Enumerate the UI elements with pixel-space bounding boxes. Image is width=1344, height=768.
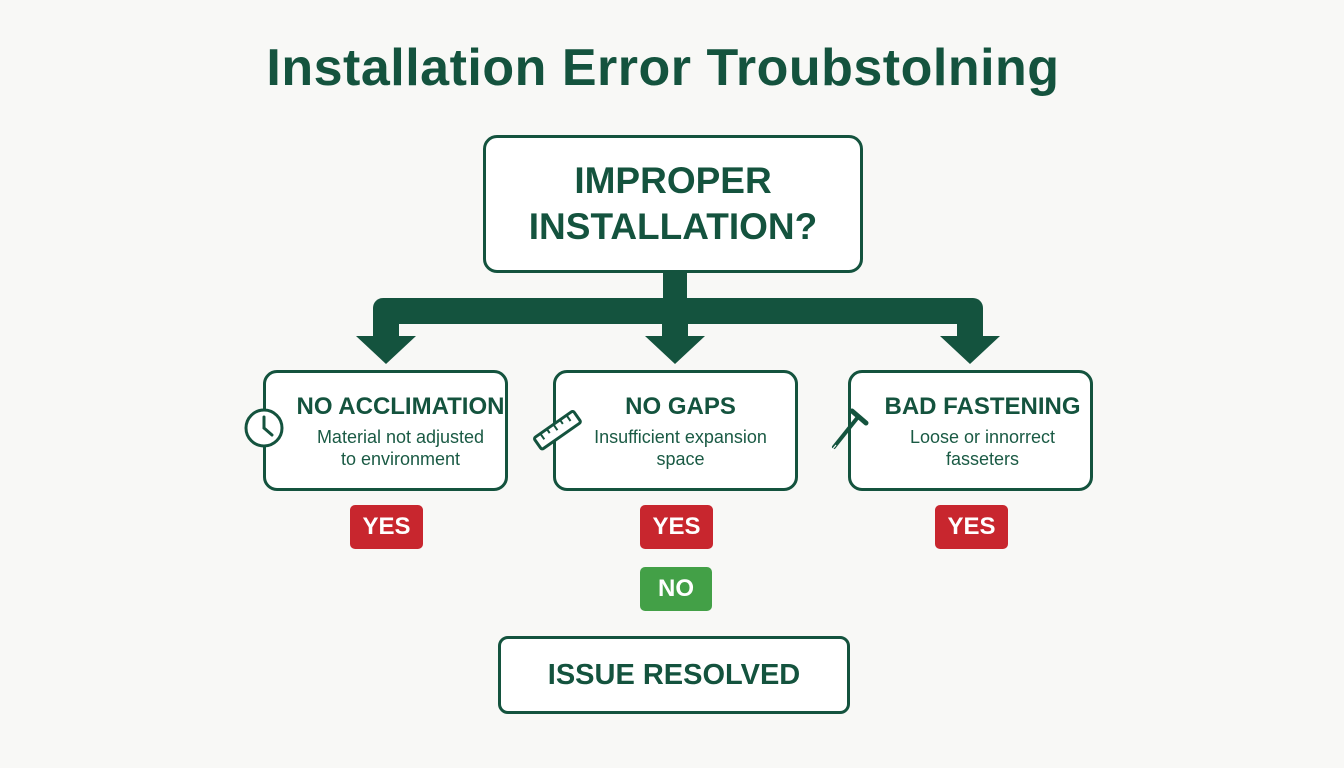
nail-icon bbox=[830, 408, 869, 452]
branch-description-line2: space bbox=[656, 448, 705, 469]
center-arrow-head bbox=[645, 336, 705, 364]
center-arrow-shaft bbox=[662, 310, 688, 338]
no-badge: NO bbox=[640, 567, 712, 611]
branch-description-line2: to environment bbox=[340, 448, 461, 469]
root-question-line1: IMPROPER bbox=[574, 160, 772, 201]
right-arrow-shaft bbox=[957, 310, 983, 338]
root-question-line2: INSTALLATION? bbox=[528, 206, 818, 247]
branch-description-line1: Material not adjusted bbox=[316, 426, 485, 447]
issue-resolved-box: ISSUE RESOLVED bbox=[498, 636, 850, 714]
branch-heading: NO ACCLIMATION bbox=[296, 392, 505, 420]
root-question-box: IMPROPER INSTALLATION? bbox=[483, 135, 863, 273]
diagram-title: Installation Error Troubstolning bbox=[266, 39, 1060, 97]
right-arrow-head bbox=[940, 336, 1000, 364]
branch-description-line1: Insufficient expansion bbox=[594, 426, 767, 447]
yes-badge: YES bbox=[640, 505, 713, 549]
branch-description-line2: fasseters bbox=[945, 448, 1020, 469]
branch-no-acclimation: NO ACCLIMATION Material not adjusted to … bbox=[263, 370, 508, 491]
left-arrow-head bbox=[356, 336, 416, 364]
branch-no-gaps: NO GAPS Insufficient expansion space bbox=[553, 370, 798, 491]
branch-bad-fastening: BAD FASTENING Loose or innorrect fassete… bbox=[848, 370, 1093, 491]
ruler-icon bbox=[533, 409, 582, 451]
left-arrow-shaft bbox=[373, 310, 399, 338]
clock-icon bbox=[244, 408, 284, 448]
yes-badge: YES bbox=[935, 505, 1008, 549]
branch-heading: BAD FASTENING bbox=[884, 392, 1081, 420]
branch-heading: NO GAPS bbox=[625, 392, 736, 420]
yes-badge: YES bbox=[350, 505, 423, 549]
branch-description-line1: Loose or innorrect bbox=[909, 426, 1056, 447]
